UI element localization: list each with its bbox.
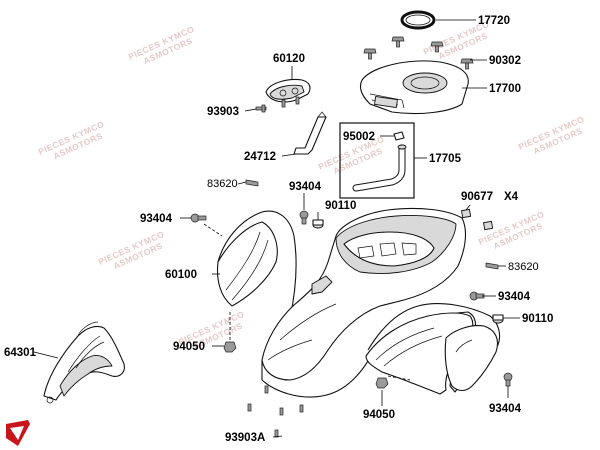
- leader-lines: [33, 19, 520, 438]
- label-93903: 93903: [207, 106, 239, 118]
- part-17720-ring: [400, 10, 436, 30]
- part-93404-bolt-d: [503, 372, 513, 387]
- label-64301: 64301: [4, 347, 37, 359]
- part-90110-collar-a: [312, 219, 324, 229]
- part-labels: 17720 60120 90302 17700 93903 95002 2471…: [4, 15, 553, 444]
- label-90302: 90302: [489, 55, 521, 67]
- part-17705-box: [339, 122, 415, 199]
- part-90110-collar-b: [492, 314, 504, 324]
- label-17720: 17720: [478, 15, 510, 27]
- label-60120: 60120: [273, 53, 305, 65]
- part-94050-nut-b: [375, 377, 389, 389]
- label-93404-a: 93404: [289, 181, 322, 193]
- part-83620-clip-right: [485, 262, 499, 270]
- label-60100: 60100: [165, 269, 197, 281]
- brand-logo: [6, 420, 30, 446]
- label-93404-b: 93404: [140, 213, 173, 225]
- label-93404-c: 93404: [498, 291, 531, 303]
- part-90302-screws: [363, 36, 474, 70]
- label-83620-a: 83620: [207, 178, 238, 190]
- part-60100-front-fender: [216, 207, 501, 398]
- label-94050-b: 94050: [363, 409, 395, 421]
- label-90677: 90677: [461, 191, 493, 203]
- label-17705: 17705: [429, 153, 462, 165]
- part-24712-bracket: [293, 111, 327, 155]
- part-93903-screw: [255, 104, 267, 113]
- label-94050-a: 94050: [173, 341, 205, 353]
- part-95002-clip: [393, 131, 405, 141]
- label-93903a: 93903A: [225, 432, 265, 444]
- label-90110-b: 90110: [522, 313, 553, 325]
- label-93404-d: 93404: [489, 403, 522, 415]
- part-64301-headlight-cover: [43, 321, 125, 404]
- part-93404-bolt-c: [469, 291, 485, 301]
- part-17705-tube: [352, 144, 407, 192]
- part-17700-tank-cover: [359, 60, 469, 115]
- part-90677-clips: [461, 208, 494, 231]
- part-60120-bracket: [265, 78, 311, 108]
- label-17700: 17700: [489, 83, 521, 95]
- label-90677-qty: X4: [504, 191, 519, 203]
- label-95002: 95002: [343, 131, 375, 143]
- label-83620-b: 83620: [508, 261, 539, 273]
- part-93404-bolt-b: [190, 213, 207, 223]
- label-24712: 24712: [244, 151, 276, 163]
- part-94050-nut-a: [223, 341, 237, 353]
- part-93404-bolt-a: [299, 210, 309, 225]
- part-83620-clip-left: [245, 179, 259, 187]
- label-90110-a: 90110: [325, 200, 356, 212]
- part-93903a-screws: [247, 385, 304, 438]
